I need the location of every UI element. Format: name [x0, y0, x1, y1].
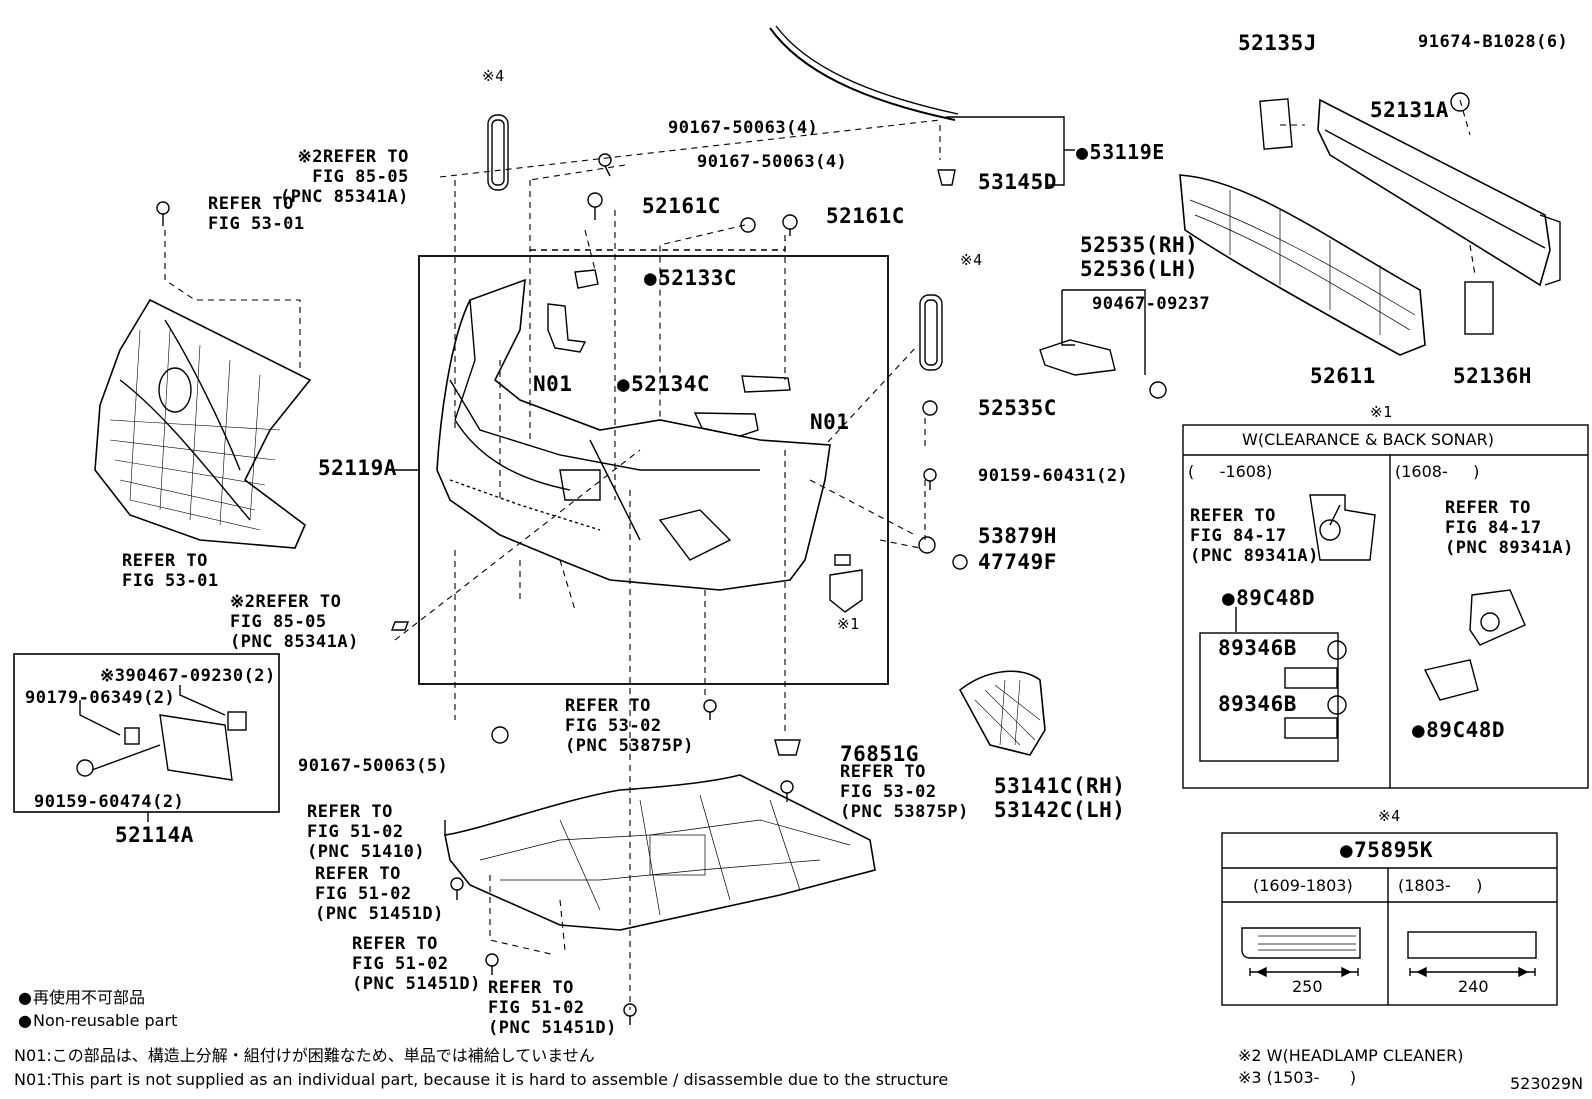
sonar-box-mark: ※1 — [1370, 403, 1393, 421]
label-53119E: 53119E — [1076, 142, 1165, 162]
note-3: ※3 (1503- ) — [1238, 1068, 1357, 1087]
tape-col-left: (1609-1803) — [1253, 876, 1353, 895]
figure-code: 523029N — [1510, 1074, 1584, 1093]
label-n01-right: N01 — [810, 410, 850, 434]
label-90467-09230: ※390467-09230(2) — [100, 666, 276, 686]
n01-note-jp: N01:この部品は、構造上分解・組付けが困難なため、単品では補給していません — [14, 1046, 595, 1065]
tape-dim-250: 250 — [1292, 977, 1323, 996]
label-52134C: 52134C — [617, 374, 710, 395]
label-52114A: 52114A — [115, 823, 194, 847]
label-ref-53-02-left: REFER TO FIG 53-02 (PNC 53875P) — [565, 696, 694, 756]
label-90167-top: 90167-50063(4) — [668, 118, 819, 138]
label-89C48D-right: 89C48D — [1412, 720, 1505, 741]
label-53141C-53142C: 53141C(RH) 53142C(LH) — [994, 774, 1126, 822]
label-90467-09237: 90467-09237 — [1092, 294, 1211, 314]
tape-box-frame — [1221, 832, 1558, 1006]
label-52136H: 52136H — [1453, 364, 1532, 388]
label-90167-mid: 90167-50063(4) — [697, 152, 848, 172]
label-53879H: 53879H — [978, 524, 1057, 548]
label-90159-60431: 90159-60431(2) — [978, 466, 1129, 486]
label-90167-50063-5: 90167-50063(5) — [298, 756, 449, 776]
label-ref-51-02-c: REFER TO FIG 51-02 (PNC 51451D) — [352, 934, 481, 994]
reinforcement-52131A — [1317, 98, 1551, 287]
fog-cover-art — [958, 670, 1046, 756]
sonar-box-frame — [1182, 424, 1589, 789]
label-ref-51-02-b: REFER TO FIG 51-02 (PNC 51451D) — [315, 864, 444, 924]
label-52535C: 52535C — [978, 396, 1057, 420]
label-52135J: 52135J — [1238, 31, 1317, 55]
label-ref-53-01-top: REFER TO FIG 53-01 — [208, 194, 305, 234]
label-52119A: 52119A — [318, 456, 397, 480]
tape-dim-240: 240 — [1458, 977, 1489, 996]
sonar-box-header: W(CLEARANCE & BACK SONAR) — [1242, 430, 1494, 449]
label-ref-53-02-right: REFER TO FIG 53-02 (PNC 53875P) — [840, 762, 969, 822]
label-52161C-right: 52161C — [826, 204, 905, 228]
label-ref-85-05-top: ※2REFER TO FIG 85-05 (PNC 85341A) — [280, 147, 409, 207]
mark-4-right: ※4 — [960, 251, 983, 269]
tape-col-right: (1803- ) — [1398, 876, 1483, 895]
label-ref-85-05-bottom: ※2REFER TO FIG 85-05 (PNC 85341A) — [230, 592, 359, 652]
label-47749F: 47749F — [978, 550, 1057, 574]
label-ref-51-02-d: REFER TO FIG 51-02 (PNC 51451D) — [488, 978, 617, 1038]
under-cover-art — [444, 774, 876, 931]
mark-1-small: ※1 — [837, 615, 860, 633]
label-76851G: 76851G — [840, 742, 919, 766]
sonar-ref-right: REFER TO FIG 84-17 (PNC 89341A) — [1445, 498, 1574, 558]
sonar-col-right: (1608- ) — [1395, 462, 1480, 481]
tape-box-mark: ※4 — [1378, 807, 1401, 825]
tape-box-header: 75895K — [1340, 840, 1433, 861]
sonar-ref-left: REFER TO FIG 84-17 (PNC 89341A) — [1190, 506, 1319, 566]
label-91674-B1028: 91674-B1028(6) — [1418, 32, 1569, 52]
label-90159-60474: 90159-60474(2) — [34, 792, 185, 812]
note-2: ※2 W(HEADLAMP CLEANER) — [1238, 1046, 1464, 1065]
label-52131A: 52131A — [1370, 98, 1449, 122]
label-52611: 52611 — [1310, 364, 1376, 388]
label-90179-06349: 90179-06349(2) — [25, 688, 176, 708]
grille-52114-art — [94, 298, 312, 549]
label-89346B-upper: 89346B — [1218, 636, 1297, 660]
label-89346B-lower: 89346B — [1218, 692, 1297, 716]
label-52535-52536: 52535(RH) 52536(LH) — [1080, 233, 1199, 281]
legend-jp: 再使用不可部品 — [18, 988, 145, 1008]
label-ref-53-01-bottom: REFER TO FIG 53-01 — [122, 551, 219, 591]
mark-4-left: ※4 — [482, 67, 505, 85]
sonar-col-left: ( -1608) — [1188, 462, 1273, 481]
n01-note-en: N01:This part is not supplied as an indi… — [14, 1070, 949, 1089]
absorber-52611 — [1179, 174, 1426, 356]
bumper-cover-52119A — [436, 278, 831, 591]
legend-en: Non-reusable part — [18, 1011, 177, 1031]
label-52133C: 52133C — [644, 268, 737, 289]
label-53145D: 53145D — [978, 170, 1057, 194]
label-89C48D-left: 89C48D — [1222, 588, 1315, 609]
label-52161C-left: 52161C — [642, 194, 721, 218]
label-n01-left: N01 — [533, 372, 573, 396]
label-ref-51-02-a: REFER TO FIG 51-02 (PNC 51410) — [307, 802, 426, 862]
